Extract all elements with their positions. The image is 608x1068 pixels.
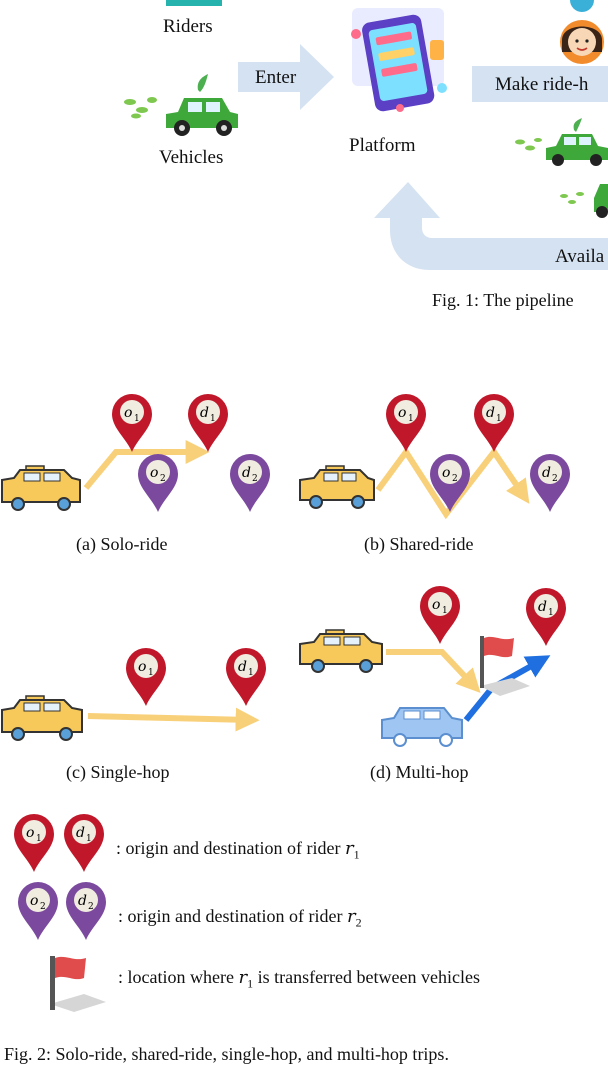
panel-multi-hop: o 1 d 1	[299, 586, 566, 747]
make-ride-box	[472, 66, 608, 102]
pin-o1-sub: 1	[134, 414, 140, 424]
pin-o2-label: o	[442, 465, 450, 481]
rider-icon-bar	[166, 0, 222, 6]
legend-o2: o	[30, 893, 38, 909]
pin-o1-label: o	[124, 405, 132, 421]
pin-o1-label: o	[398, 405, 406, 421]
pin-d1-label: d	[200, 405, 209, 421]
legend-r2-text: : origin and destination of rider r2	[118, 906, 362, 931]
route-arrow	[375, 446, 530, 520]
legend-r1-text: : origin and destination of rider r1	[116, 838, 360, 863]
legend-r2-desc: : origin and destination of rider	[118, 906, 347, 926]
legend-transfer-desc: : location where	[118, 967, 239, 987]
panel-a-label: (a) Solo-ride	[76, 534, 168, 554]
pin-d1: d 1	[188, 394, 228, 452]
route-arrow	[83, 440, 210, 490]
pin-o1-label: o	[138, 659, 146, 675]
legend-transfer-sub: 1	[247, 976, 254, 991]
make-ride-label: Make ride-h	[495, 74, 589, 95]
taxi-icon	[0, 695, 83, 741]
pin-d2: d 2	[530, 454, 570, 512]
legend-transfer-after: is transferred between vehicles	[253, 967, 480, 987]
pin-o1: o 1	[126, 648, 166, 706]
legend-r1-var: r	[344, 838, 354, 859]
legend-d1: d	[76, 825, 85, 841]
pin-d1-sub: 1	[548, 608, 554, 618]
pin-d1: d 1	[526, 588, 566, 646]
pin-o1-sub: 1	[442, 606, 448, 616]
pin-o2-label: o	[150, 465, 158, 481]
available-return-arrow	[374, 182, 608, 270]
pin-o1-sub: 1	[408, 414, 414, 424]
pin-d1-sub: 1	[496, 414, 502, 424]
pin-o2: o 2	[138, 454, 178, 512]
pin-o2-sub: 2	[160, 474, 166, 484]
legend-flag-icon	[50, 956, 106, 1012]
fig1-caption: Fig. 1: The pipeline	[432, 290, 574, 310]
pin-d2-sub: 2	[252, 474, 258, 484]
pin-d1-label: d	[238, 659, 247, 675]
legend-pins-r1: o 1 d 1	[14, 814, 104, 872]
green-car-icon	[124, 74, 238, 136]
green-car-icon-3	[560, 184, 608, 218]
panel-c-label: (c) Single-hop	[66, 762, 170, 782]
taxi-icon	[299, 629, 383, 673]
rider-avatar-icon	[560, 0, 604, 64]
pin-d2: d 2	[230, 454, 270, 512]
panel-single-hop: o 1 d 1	[0, 648, 266, 741]
riders-label: Riders	[163, 16, 213, 37]
panel-shared-ride: o 1 d 1 o 2 d 2	[299, 394, 570, 520]
blue-car-icon	[381, 707, 463, 747]
figure-1: Riders Enter Vehicles Platform	[0, 0, 608, 320]
legend-o1-sub: 1	[36, 834, 42, 844]
pin-o1: o 1	[386, 394, 426, 452]
legend-d2: d	[78, 893, 87, 909]
route-arrow-yellow	[386, 649, 481, 693]
panel-solo-ride: o 1 d 1 o 2 d 2	[0, 394, 270, 512]
platform-label: Platform	[349, 135, 416, 156]
fig2-caption: Fig. 2: Solo-ride, shared-ride, single-h…	[4, 1044, 449, 1064]
legend-transfer-text: : location where r1 is transferred betwe…	[118, 967, 480, 992]
pin-d1-label: d	[538, 599, 547, 615]
legend-r2-var: r	[346, 906, 356, 927]
legend-r1-desc: : origin and destination of rider	[116, 838, 345, 858]
panel-b-label: (b) Shared-ride	[364, 534, 474, 554]
pin-o1: o 1	[420, 586, 460, 644]
pin-d1-sub: 1	[210, 414, 216, 424]
legend-r2-sub: 2	[355, 915, 362, 930]
green-car-icon-2	[515, 118, 608, 166]
legend-d2-sub: 2	[88, 902, 94, 912]
available-label: Availa	[555, 246, 605, 267]
pin-d2-label: d	[542, 465, 551, 481]
legend-r1-sub: 1	[353, 847, 360, 862]
pin-d1-label: d	[486, 405, 495, 421]
platform-phone-icon	[351, 8, 447, 112]
pin-o1-label: o	[432, 597, 440, 613]
legend-o1: o	[26, 825, 34, 841]
enter-label: Enter	[255, 67, 297, 88]
vehicles-label: Vehicles	[159, 147, 224, 168]
route-arrow	[87, 707, 260, 732]
pin-o1: o 1	[112, 394, 152, 452]
pin-o2-sub: 2	[452, 474, 458, 484]
pin-d2-sub: 2	[552, 474, 558, 484]
pin-d1: d 1	[226, 648, 266, 706]
pin-o1-sub: 1	[148, 668, 154, 678]
legend-pins-r2: o 2 d 2	[18, 882, 106, 940]
legend-o2-sub: 2	[40, 902, 46, 912]
pin-o2: o 2	[430, 454, 470, 512]
pin-d1: d 1	[474, 394, 514, 452]
legend-d1-sub: 1	[86, 834, 92, 844]
enter-arrow	[238, 44, 334, 110]
taxi-icon	[299, 465, 375, 509]
transfer-flag-icon	[480, 636, 530, 696]
taxi-icon	[0, 465, 81, 511]
pin-d2-label: d	[242, 465, 251, 481]
panel-d-label: (d) Multi-hop	[370, 762, 469, 782]
pin-d1-sub: 1	[248, 668, 254, 678]
legend-transfer-var: r	[238, 967, 248, 988]
